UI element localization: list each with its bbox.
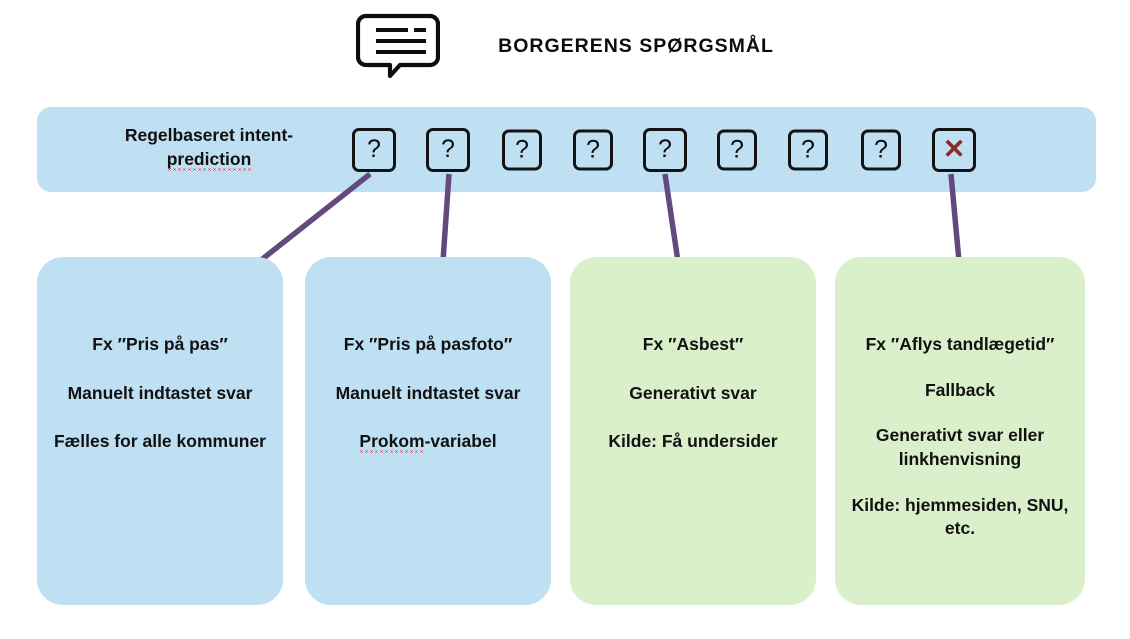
card-4-line-1: Fx ″Aflys tandlægetid″ bbox=[865, 334, 1055, 354]
intent-box-6[interactable]: ? bbox=[717, 129, 757, 170]
card-1-line-1: Fx ″Pris på pas″ bbox=[92, 334, 228, 354]
outcome-card-2[interactable]: Fx ″Pris på pasfoto″ Manuelt indtastet s… bbox=[305, 257, 551, 605]
intent-box-9-cross[interactable]: ✕ bbox=[932, 127, 976, 172]
card-2-line-1: Fx ″Pris på pasfoto″ bbox=[343, 334, 513, 354]
card-3-line-2: Generativt svar bbox=[629, 382, 757, 403]
card-2-line-3: Prokom-variabel bbox=[319, 430, 537, 454]
speech-bubble-icon bbox=[356, 13, 441, 79]
card-2-misspelled-word: Prokom bbox=[359, 431, 425, 452]
card-2-line-2: Manuelt indtastet svar bbox=[335, 382, 521, 403]
intent-box-3[interactable]: ? bbox=[502, 129, 542, 170]
intent-prediction-label: Regelbaseret intent- prediction bbox=[59, 123, 359, 171]
intent-label-line2: prediction bbox=[166, 149, 252, 170]
card-2-line-3-suffix: -variabel bbox=[424, 431, 497, 452]
outcome-card-4[interactable]: Fx ″Aflys tandlægetid″ Fallback Generati… bbox=[835, 257, 1085, 605]
intent-box-1[interactable]: ? bbox=[352, 127, 396, 172]
page-title: BORGERENS SPØRGSMÅL bbox=[498, 34, 774, 57]
card-3-line-1: Fx ″Asbest″ bbox=[642, 334, 744, 354]
card-4-line-3: Generativt svar eller linkhenvisning bbox=[875, 425, 1045, 469]
card-1-line-2: Manuelt indtastet svar bbox=[67, 382, 253, 403]
intent-box-5[interactable]: ? bbox=[643, 127, 687, 172]
card-4-line-2: Fallback bbox=[924, 379, 996, 400]
card-3-line-3: Kilde: Få undersider bbox=[608, 431, 778, 452]
intent-box-4[interactable]: ? bbox=[573, 129, 613, 170]
page-header: BORGERENS SPØRGSMÅL bbox=[0, 0, 1130, 92]
intent-box-8[interactable]: ? bbox=[861, 129, 901, 170]
outcome-card-1[interactable]: Fx ″Pris på pas″ Manuelt indtastet svar … bbox=[37, 257, 283, 605]
intent-label-line1: Regelbaseret intent- bbox=[124, 125, 294, 145]
intent-box-7[interactable]: ? bbox=[788, 129, 828, 170]
card-4-line-4: Kilde: hjemmesiden, SNU, etc. bbox=[851, 494, 1069, 539]
intent-box-2[interactable]: ? bbox=[426, 127, 470, 172]
outcome-card-3[interactable]: Fx ″Asbest″ Generativt svar Kilde: Få un… bbox=[570, 257, 816, 605]
intent-box-row: ? ? ? ? ? ? ? ? ✕ bbox=[352, 107, 982, 192]
card-1-line-3: Fælles for alle kommuner bbox=[53, 431, 266, 452]
